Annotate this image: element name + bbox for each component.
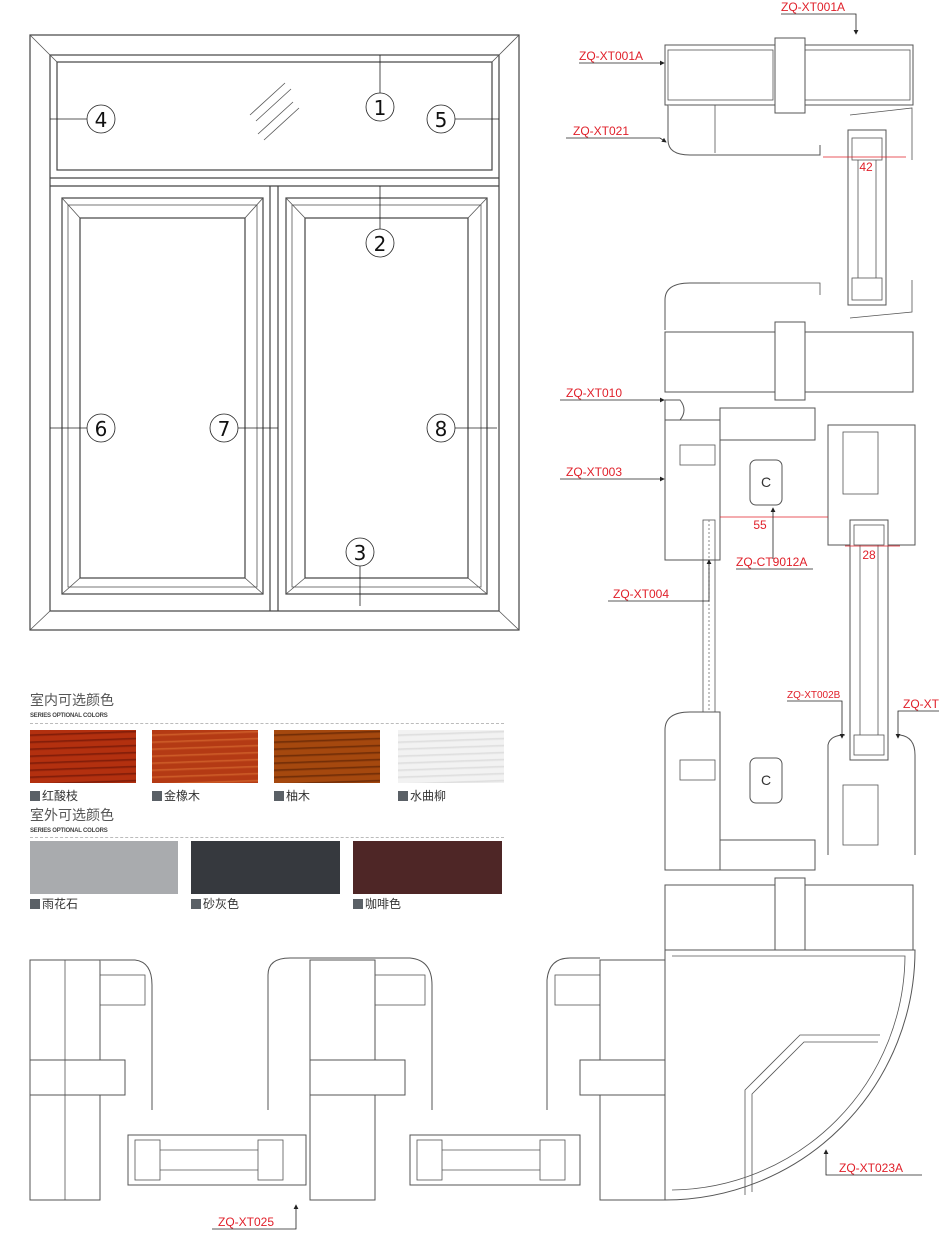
marker-2: 2: [365, 228, 395, 258]
swatch-label: 柚木: [274, 789, 310, 803]
glass-unit-1: [127, 1134, 307, 1186]
swatch-sand-gray[interactable]: [191, 841, 340, 894]
svg-text:5: 5: [435, 108, 448, 132]
gasket-c-icon: C: [761, 474, 771, 490]
callouts: ZQ-XT001A ZQ-XT001A ZQ-XT021 ZQ-XT010 ZQ…: [212, 0, 939, 1230]
callout-xt010: ZQ-XT010: [566, 386, 622, 400]
swatch-label: 砂灰色: [191, 897, 239, 911]
horizontal-sections: [29, 957, 666, 1201]
swatch-ash[interactable]: [398, 730, 504, 783]
divider: [30, 837, 504, 838]
window-elevation: 1 2 3 4 5 6 7 8: [29, 34, 520, 631]
svg-text:1: 1: [374, 96, 387, 120]
callout-xt021: ZQ-XT021: [573, 124, 629, 138]
callout-xt002b: ZQ-XT002B: [787, 690, 841, 701]
svg-text:7: 7: [218, 417, 231, 441]
callout-xt001a-top: ZQ-XT001A: [781, 0, 845, 14]
callout-xt023a: ZQ-XT023A: [839, 1161, 903, 1175]
swatch-label: 红酸枝: [30, 789, 78, 803]
marker-1: 1: [365, 92, 395, 122]
vertical-section: 42 C 55 28 C: [664, 37, 916, 1201]
callout-xt003: ZQ-XT003: [566, 465, 622, 479]
outdoor-colors-subtitle: SERIES OPTIONAL COLORS: [30, 828, 108, 834]
gasket-c-icon: C: [761, 772, 771, 788]
svg-text:6: 6: [95, 417, 108, 441]
swatch-golden-oak[interactable]: [152, 730, 258, 783]
glass-hatch-icon: [249, 82, 300, 141]
dim-55: 55: [753, 518, 767, 532]
swatch-label: 水曲柳: [398, 789, 446, 803]
marker-4: 4: [86, 104, 116, 134]
outdoor-colors-title: 室外可选颜色: [30, 808, 114, 824]
mullion-profile-3: [546, 957, 666, 1201]
marker-8: 8: [426, 413, 456, 443]
indoor-colors-subtitle: SERIES OPTIONAL COLORS: [30, 713, 108, 719]
swatch-coffee[interactable]: [353, 841, 502, 894]
svg-text:2: 2: [374, 232, 387, 256]
marker-6: 6: [86, 413, 116, 443]
marker-5: 5: [426, 104, 456, 134]
mullion-profile-1: [29, 959, 153, 1201]
swatch-label: 金橡木: [152, 789, 200, 803]
callout-xt001a-left: ZQ-XT001A: [579, 49, 643, 63]
swatch-pebble[interactable]: [30, 841, 178, 894]
marker-7: 7: [209, 413, 239, 443]
swatch-label: 雨花石: [30, 897, 78, 911]
svg-text:4: 4: [95, 108, 108, 132]
mullion-profile-2: [267, 957, 433, 1201]
svg-text:3: 3: [354, 541, 367, 565]
callout-ct9012a: ZQ-CT9012A: [736, 555, 807, 569]
dim-42: 42: [859, 160, 873, 174]
callout-xt004: ZQ-XT004: [613, 587, 669, 601]
swatch-teak[interactable]: [274, 730, 380, 783]
glass-unit-2: [409, 1134, 581, 1186]
callout-xt025: ZQ-XT025: [218, 1215, 274, 1229]
svg-text:8: 8: [435, 417, 448, 441]
callout-xt0-cut: ZQ-XT0: [903, 697, 939, 711]
dim-28: 28: [862, 548, 876, 562]
swatch-label: 咖啡色: [353, 897, 401, 911]
indoor-colors-title: 室内可选颜色: [30, 693, 114, 709]
divider: [30, 723, 504, 724]
swatch-red-rosewood[interactable]: [30, 730, 136, 783]
marker-3: 3: [345, 537, 375, 567]
